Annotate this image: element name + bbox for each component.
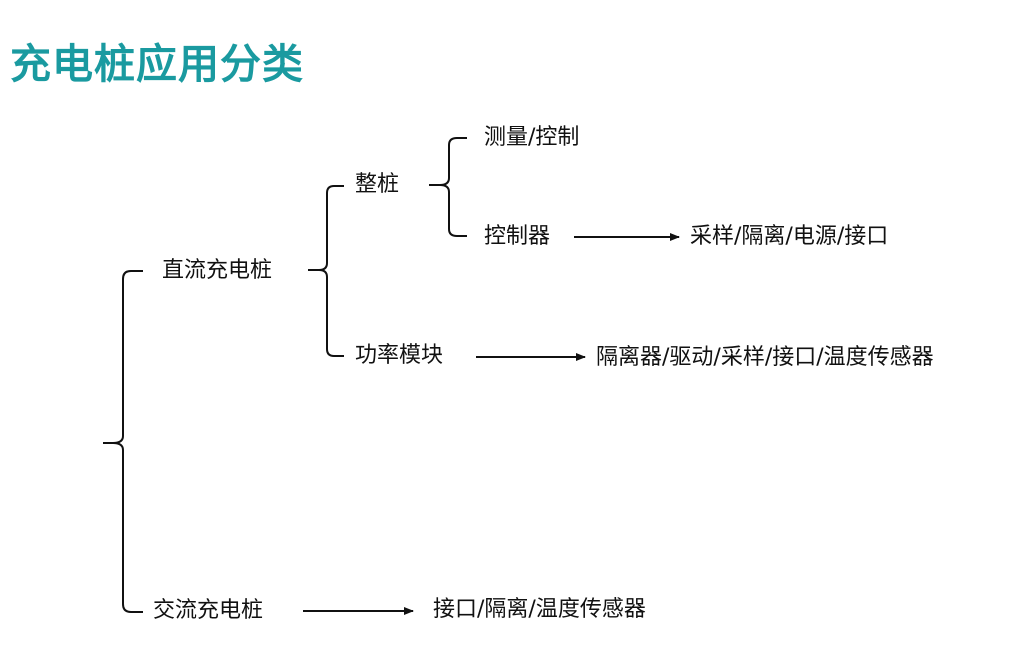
node-ac-pile-parts: 接口/隔离/温度传感器 <box>433 597 646 622</box>
dc-pile-bracket <box>308 185 344 357</box>
node-controller: 控制器 <box>484 224 551 249</box>
node-controller-parts: 采样/隔离/电源/接口 <box>690 224 889 249</box>
node-ac-pile: 交流充电桩 <box>153 598 264 623</box>
node-measure-control: 测量/控制 <box>484 125 580 150</box>
root-bracket <box>103 270 143 613</box>
whole-pile-bracket <box>429 137 467 237</box>
node-whole-pile: 整桩 <box>355 172 400 197</box>
node-power-module-parts: 隔离器/驱动/采样/接口/温度传感器 <box>596 345 934 370</box>
page-title: 充电桩应用分类 <box>10 40 304 88</box>
node-dc-pile: 直流充电桩 <box>162 258 273 283</box>
node-power-module: 功率模块 <box>355 343 444 368</box>
